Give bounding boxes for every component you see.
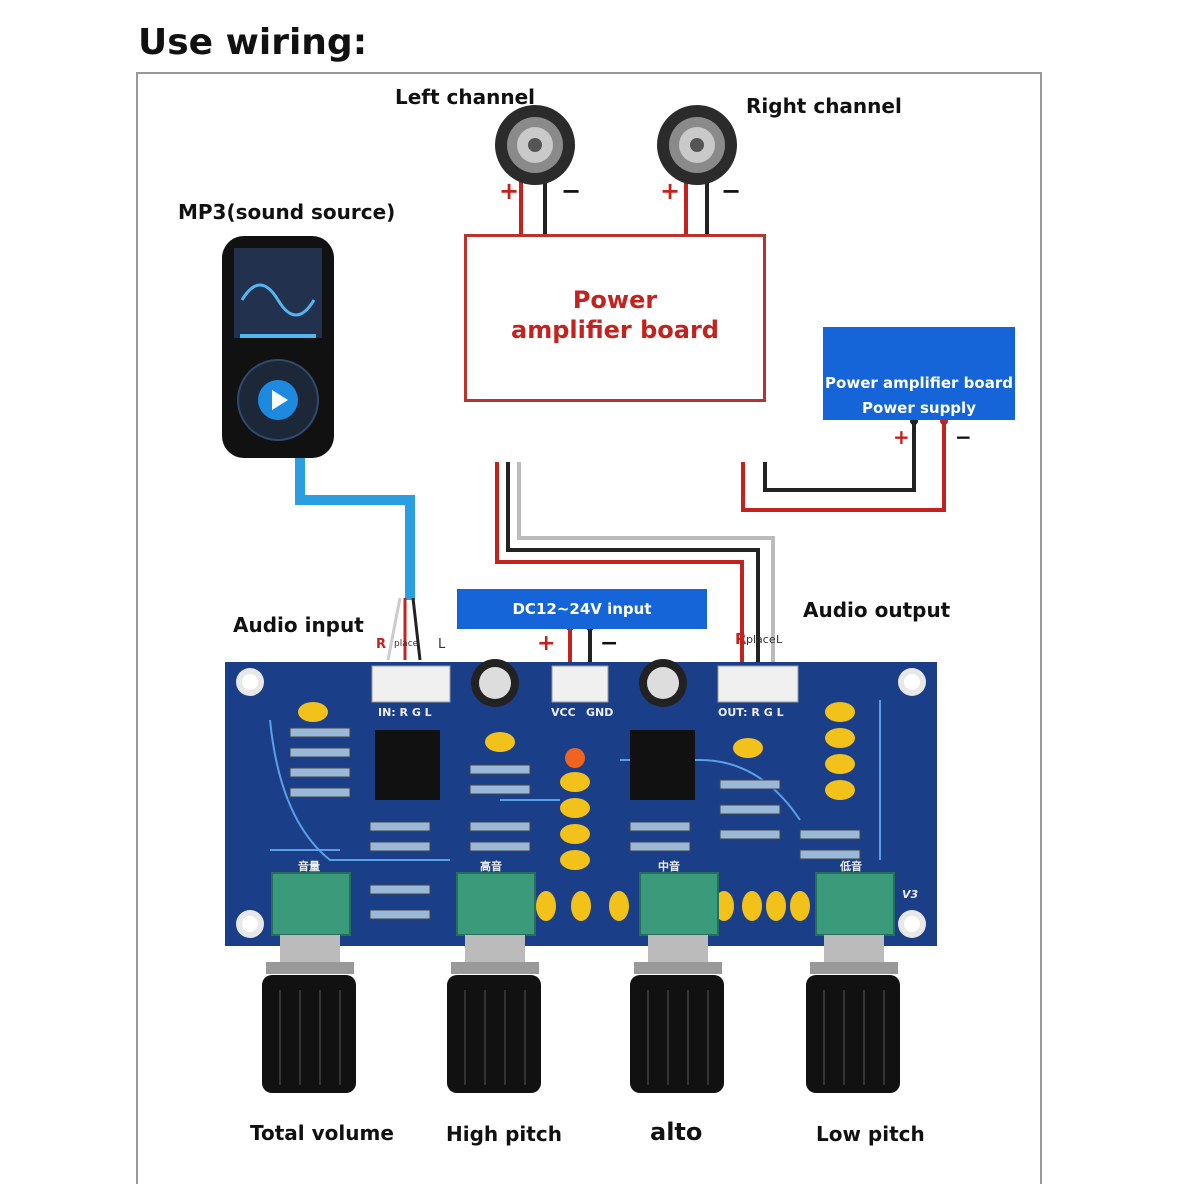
audio-input-label: Audio input — [233, 613, 364, 637]
mp3-cable — [295, 450, 415, 600]
supply-plus-sign: + — [893, 425, 910, 449]
right-minus-sign: − — [721, 177, 742, 205]
mp3-player-icon — [222, 236, 334, 458]
mp3-label: MP3(sound source) — [178, 200, 396, 224]
diagram-frame — [136, 72, 1042, 1184]
silk-treble: 高音 — [480, 860, 502, 873]
silk-volume: 音量 — [298, 860, 320, 873]
page-title: Use wiring: — [138, 22, 368, 63]
amp-board-label-line2: amplifier board — [511, 316, 719, 344]
silk-input-pins: IN: R G L — [378, 706, 432, 719]
right-channel-label: Right channel — [746, 94, 902, 118]
supply-label-line1: Power amplifier board — [825, 374, 1013, 392]
supply-wire-red — [741, 421, 946, 512]
output-pin-place: place — [746, 633, 776, 646]
left-plus-sign: + — [499, 177, 520, 205]
silk-output-pins: OUT: R G L — [718, 706, 784, 719]
high-pitch-label: High pitch — [446, 1122, 562, 1146]
output-wire-gray — [517, 462, 775, 665]
supply-wire-black — [763, 421, 916, 492]
supply-minus-sign: − — [955, 425, 972, 449]
right-speaker-icon — [657, 105, 737, 185]
silk-vcc: VCC — [551, 706, 576, 719]
knob-shafts — [266, 935, 898, 974]
alto-label: alto — [650, 1118, 703, 1146]
input-pin-l: L — [438, 637, 446, 652]
power-amplifier-board: Power amplifier board — [464, 234, 766, 402]
silk-version: V3 — [902, 888, 919, 901]
low-pitch-label: Low pitch — [816, 1122, 925, 1146]
silk-mid: 中音 — [658, 860, 680, 873]
output-wire-black — [506, 462, 760, 665]
dc-input-box: DC12~24V input — [457, 589, 707, 629]
input-pin-r: R — [376, 637, 387, 652]
silk-bass: 低音 — [840, 860, 862, 873]
left-channel-label: Left channel — [395, 85, 536, 109]
dc-plus-sign: + — [537, 631, 556, 656]
output-pin-l: L — [776, 633, 783, 646]
input-pin-place: place — [394, 639, 419, 649]
amp-board-label-line1: Power — [572, 286, 658, 314]
left-minus-sign: − — [561, 177, 582, 205]
audio-output-label: Audio output — [803, 598, 951, 622]
total-volume-label: Total volume — [250, 1121, 394, 1145]
silk-gnd: GND — [586, 706, 614, 719]
power-supply-box: Power amplifier board Power supply — [823, 327, 1015, 420]
knob-caps — [262, 975, 900, 1093]
left-speaker-icon — [495, 105, 575, 185]
dc-minus-sign: − — [600, 631, 619, 656]
output-pin-r: R — [735, 630, 747, 648]
output-wire-red — [495, 462, 744, 665]
supply-label-line2: Power supply — [862, 399, 976, 417]
right-plus-sign: + — [660, 177, 681, 205]
tone-board — [225, 659, 937, 946]
